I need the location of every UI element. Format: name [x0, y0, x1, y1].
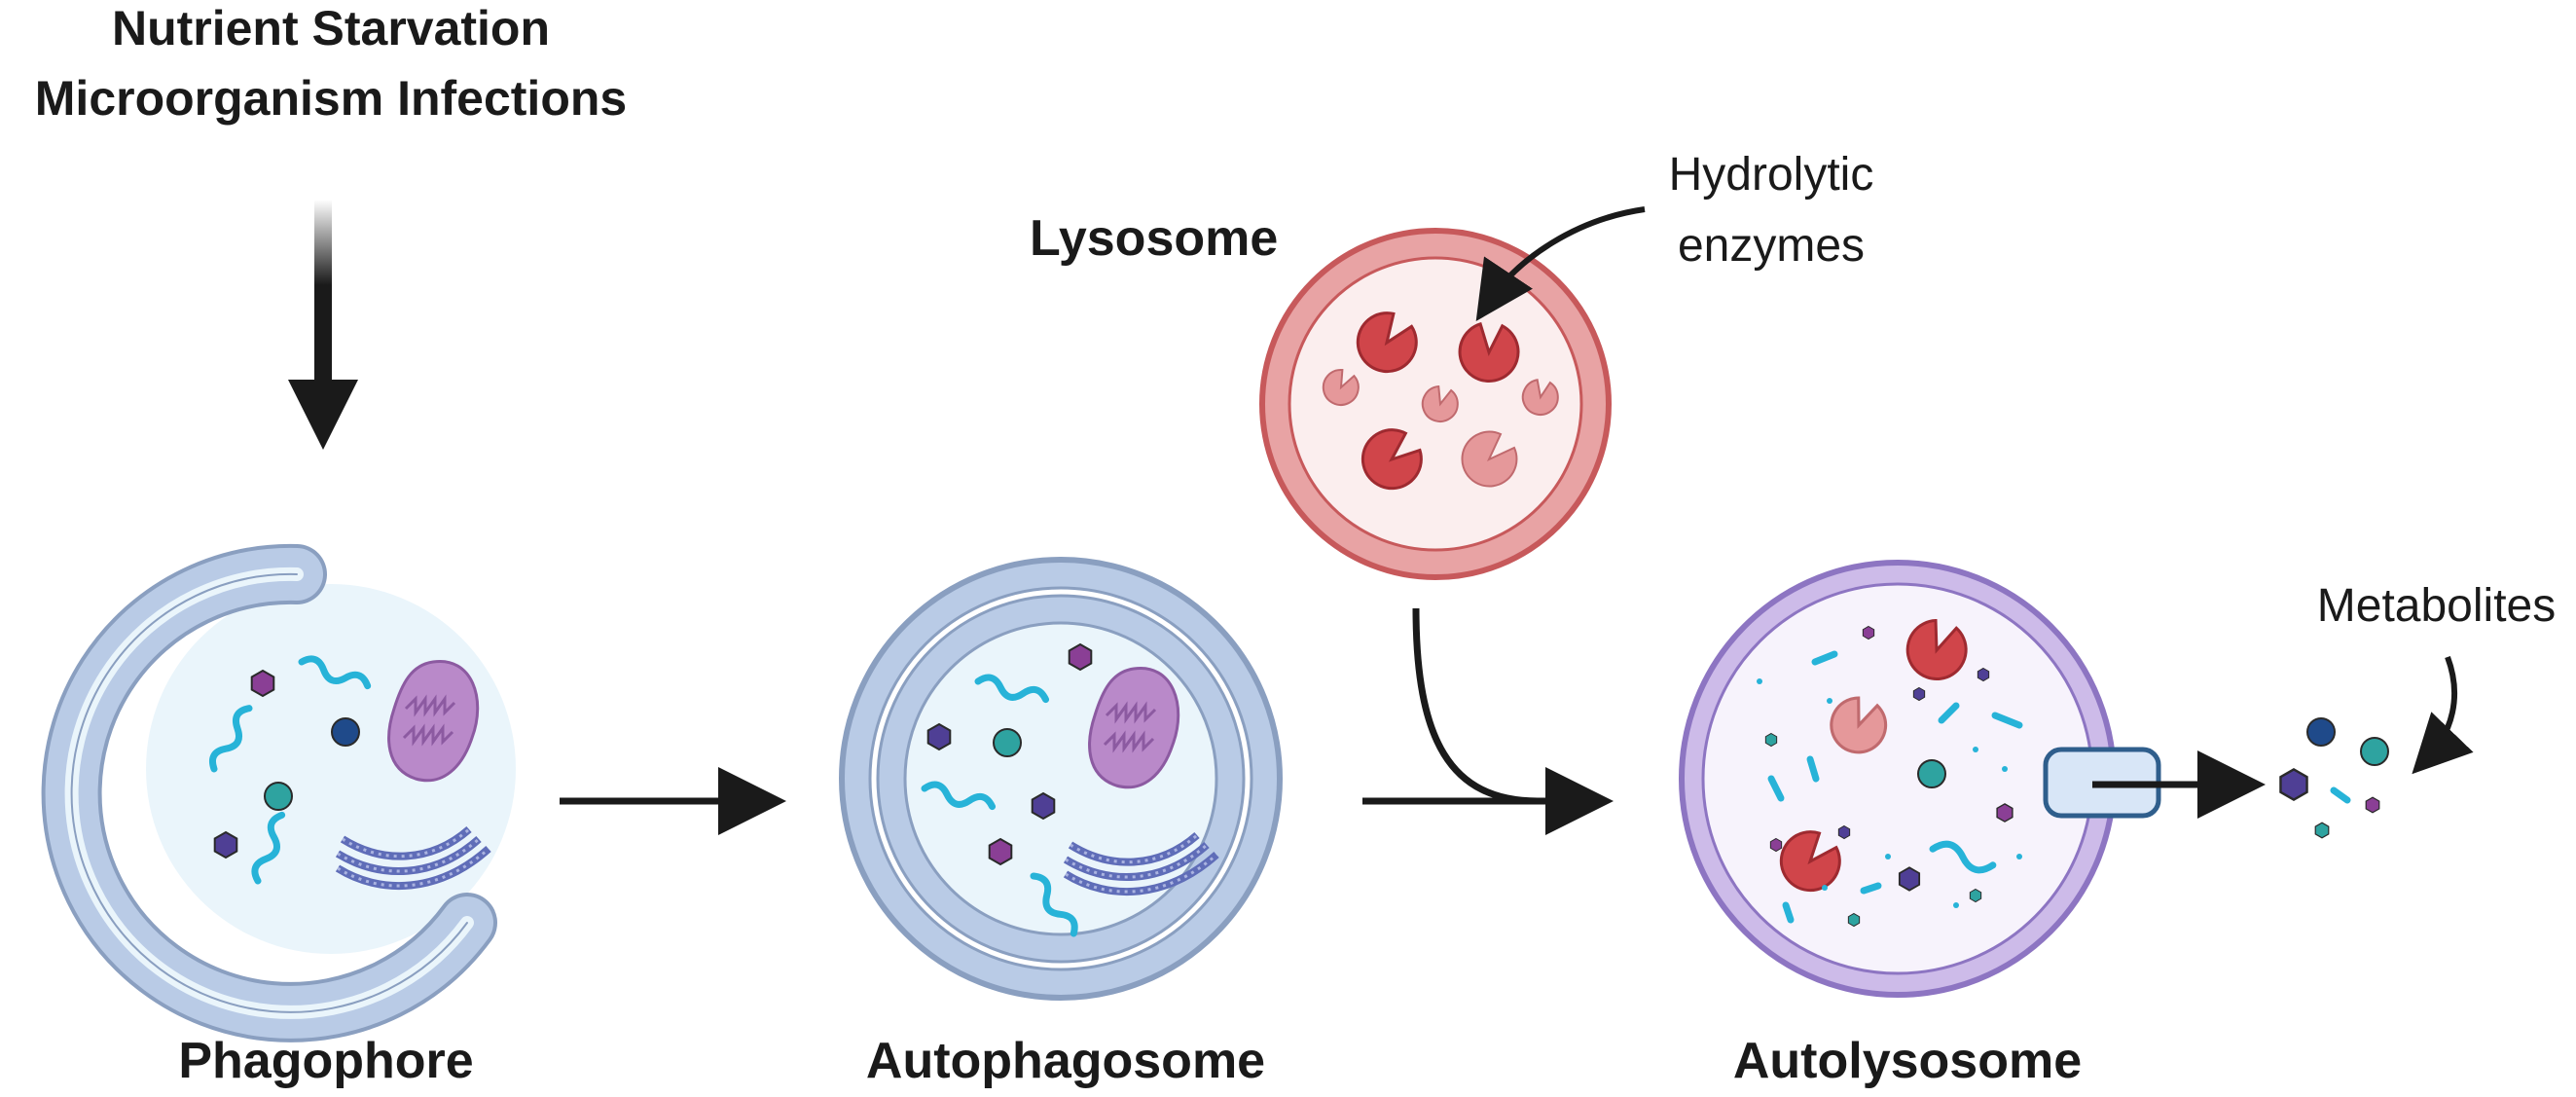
label-hydrolytic: Hydrolytic	[1668, 149, 1874, 201]
autolysosome	[1679, 560, 2161, 998]
label-lysosome: Lysosome	[1030, 210, 1279, 267]
molecule-icon	[2279, 768, 2308, 801]
label-autophagosome: Autophagosome	[865, 1033, 1266, 1089]
lysosome	[1259, 228, 1612, 580]
fusion-arrow-curve	[1412, 607, 1539, 805]
label-phagophore: Phagophore	[178, 1033, 474, 1089]
molecule-icon	[264, 782, 293, 811]
molecule-icon	[1996, 803, 2014, 823]
molecule-icon	[2306, 717, 2336, 747]
enzymes-pointer-arrow	[1475, 206, 1646, 321]
label-metabolites: Metabolites	[2316, 580, 2557, 632]
molecule-icon	[993, 728, 1022, 757]
trigger-arrow	[288, 200, 358, 450]
molecule-icon	[2365, 796, 2380, 814]
molecule-icon	[1068, 643, 1093, 671]
molecule-icon	[2314, 822, 2330, 839]
molecule-icon	[1898, 866, 1921, 892]
metabolites-pointer-arrow	[2412, 655, 2474, 775]
trigger-nutrient-starvation: Nutrient Starvation	[111, 1, 551, 55]
molecule-icon	[213, 831, 238, 859]
label-enzymes: enzymes	[1677, 220, 1866, 272]
molecule-icon	[331, 717, 360, 747]
molecule-icon	[2360, 737, 2389, 766]
molecule-icon	[250, 670, 275, 697]
molecule-icon	[1917, 759, 1946, 788]
molecule-icon	[988, 838, 1013, 865]
label-autolysosome: Autolysosome	[1732, 1033, 2083, 1089]
metabolites	[2279, 717, 2389, 839]
trigger-microorganism-infections: Microorganism Infections	[34, 71, 628, 126]
enzyme-icon	[1461, 430, 1518, 488]
molecule-icon	[926, 723, 952, 750]
molecule-icon	[1031, 792, 1056, 820]
phagophore	[41, 543, 516, 1042]
autophagosome	[839, 557, 1283, 1001]
